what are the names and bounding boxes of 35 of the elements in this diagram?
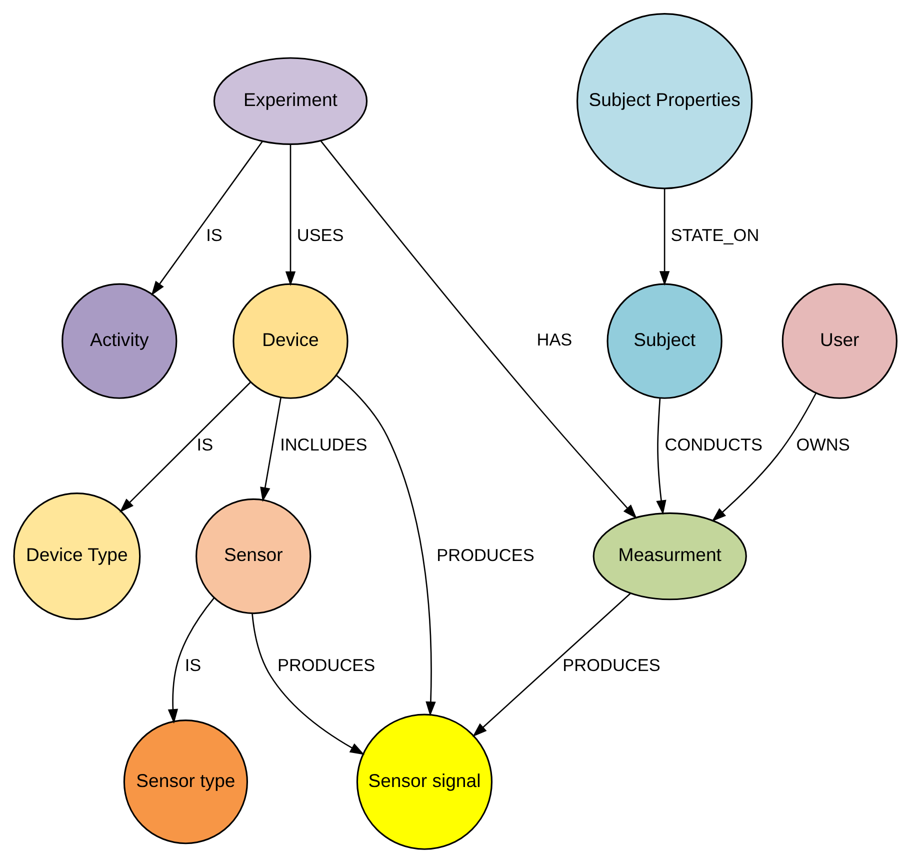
edge-label: OWNS <box>796 434 850 454</box>
edge-label: USES <box>296 224 344 245</box>
edge-label: HAS <box>536 330 572 350</box>
arrow <box>472 592 630 737</box>
edge-label: PRODUCES <box>436 544 534 565</box>
arrow <box>658 188 670 286</box>
edge-label: PRODUCES <box>562 655 660 676</box>
arrow <box>260 398 281 502</box>
arrow <box>656 398 666 515</box>
arrow <box>284 144 296 286</box>
arrow <box>320 140 636 519</box>
node-circle: Subject Properties <box>576 13 752 190</box>
node-ellipse: Measurment <box>592 512 746 600</box>
node-circle: Activity <box>61 283 177 399</box>
edge-label: PRODUCES <box>276 655 375 676</box>
edge-label: IS <box>196 434 213 454</box>
edge-label: IS <box>206 224 222 245</box>
edge-label: STATE_ON <box>670 224 759 245</box>
node-circle: Device <box>232 283 348 399</box>
edge-label: IS <box>184 655 201 676</box>
arrow <box>119 382 250 513</box>
arrow <box>251 614 364 755</box>
node-circle: Device Type <box>12 492 140 620</box>
node-circle: Subject <box>606 283 722 399</box>
node-circle: Sensor signal <box>356 714 492 850</box>
node-ellipse: Experiment <box>212 57 368 146</box>
arrow <box>336 374 436 716</box>
edge-label: CONDUCTS <box>664 434 762 454</box>
edge-label: INCLUDES <box>280 434 367 454</box>
node-circle: Sensor <box>195 498 311 614</box>
arrow <box>711 393 816 522</box>
node-circle: Sensor type <box>122 720 248 844</box>
node-circle: User <box>781 283 897 399</box>
arrow <box>150 141 262 296</box>
arrow <box>167 597 214 724</box>
